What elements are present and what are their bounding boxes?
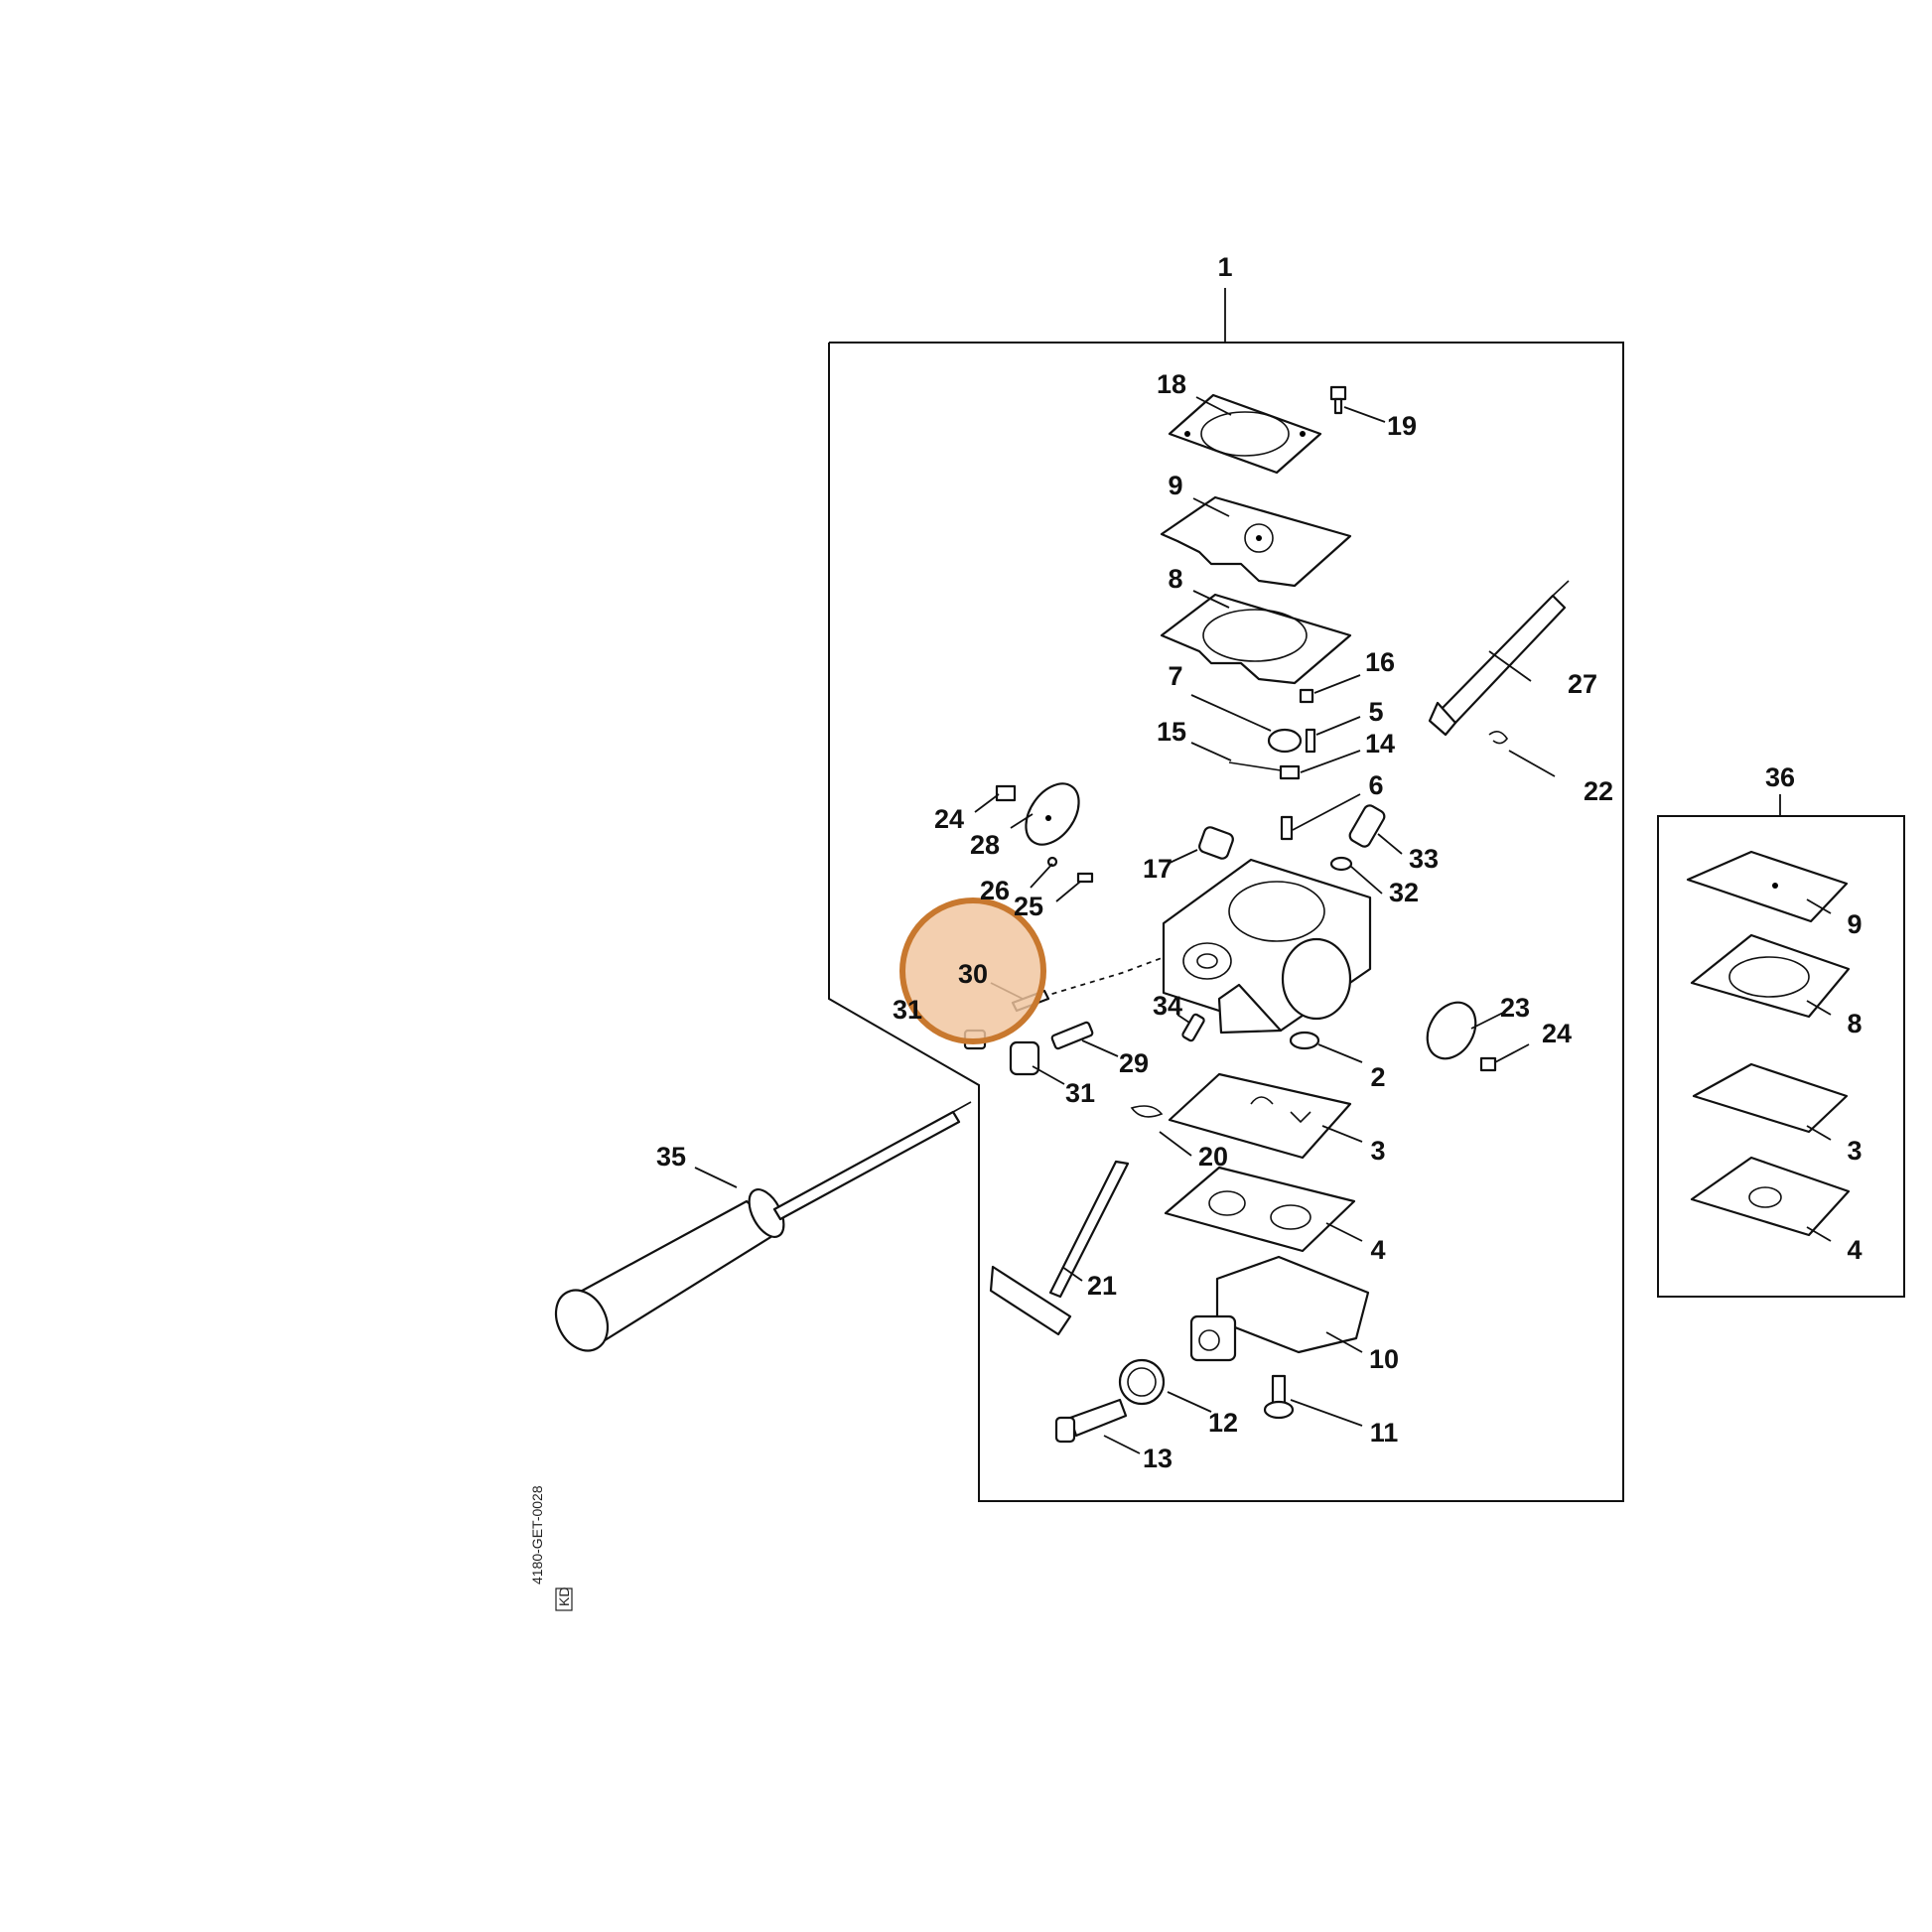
kit-gasket (1690, 933, 1851, 1019)
metering-diaphragm (1168, 1072, 1352, 1160)
pump-diaphragm (1160, 495, 1352, 588)
label-33: 33 (1409, 844, 1439, 874)
label-17: 17 (1143, 854, 1173, 884)
label-16: 16 (1365, 647, 1395, 677)
label-6: 6 (1368, 770, 1383, 800)
jet-leader-dashed (1041, 957, 1163, 998)
label-24-top: 24 (934, 804, 964, 834)
label-10: 10 (1369, 1344, 1399, 1374)
label-8: 8 (1168, 564, 1182, 594)
label-32: 32 (1389, 878, 1419, 907)
kit-diaphragm (1686, 850, 1849, 923)
cover-screw (1329, 385, 1347, 415)
label-34: 34 (1153, 991, 1182, 1021)
label-23: 23 (1500, 993, 1530, 1023)
screwdriver-tool (554, 1101, 972, 1352)
label-kit: 36 (1765, 762, 1795, 792)
label-kit-8: 8 (1847, 1009, 1862, 1038)
label-28: 28 (970, 830, 1000, 860)
label-13: 13 (1143, 1444, 1173, 1473)
choke-shutter-group (1426, 1001, 1497, 1072)
label-31-upper: 31 (893, 995, 922, 1025)
label-21: 21 (1087, 1271, 1117, 1301)
svg-text:4180-GET-0028: 4180-GET-0028 (529, 1485, 545, 1585)
label-15: 15 (1157, 717, 1186, 747)
inlet-needle-lever-group (1228, 688, 1316, 841)
kit-metering-gasket (1690, 1156, 1851, 1237)
label-35: 35 (656, 1142, 686, 1172)
label-assembly: 1 (1217, 252, 1232, 282)
label-29: 29 (1119, 1048, 1149, 1078)
label-31-lower: 31 (1065, 1078, 1095, 1108)
label-4: 4 (1370, 1235, 1385, 1265)
drawing-code: 4180-GET-0028 KD (529, 1485, 573, 1611)
label-19: 19 (1387, 411, 1417, 441)
label-25: 25 (1014, 892, 1043, 921)
spring-12 (1118, 1358, 1166, 1406)
label-27: 27 (1568, 669, 1597, 699)
spring-20 (1130, 1105, 1164, 1118)
label-22: 22 (1584, 776, 1613, 806)
label-12: 12 (1208, 1408, 1238, 1438)
idle-screw-13 (1054, 1398, 1128, 1444)
label-kit-3: 3 (1847, 1136, 1862, 1166)
fuel-pickup-tube (1428, 580, 1570, 737)
choke-detent-and-screen (1198, 804, 1386, 872)
throttle-shaft (989, 1160, 1130, 1336)
label-2: 2 (1370, 1062, 1385, 1092)
label-3: 3 (1370, 1136, 1385, 1166)
label-18: 18 (1157, 369, 1186, 399)
label-24-right: 24 (1542, 1019, 1572, 1048)
kit-metering-diaphragm (1692, 1062, 1849, 1134)
label-30: 30 (958, 959, 988, 989)
label-9: 9 (1168, 471, 1182, 500)
part-labels: 1 18 19 9 8 7 16 5 15 14 6 27 22 24 28 1… (656, 252, 1863, 1473)
valve-ring (1289, 1031, 1320, 1050)
svg-text:KD: KD (556, 1587, 572, 1606)
label-kit-9: 9 (1847, 909, 1862, 939)
carburetor-body (1162, 858, 1372, 1035)
repair-kit-frame (1657, 794, 1905, 1298)
leader-lines (694, 396, 1832, 1454)
cover-screw-11 (1263, 1374, 1295, 1420)
label-kit-4: 4 (1847, 1235, 1862, 1265)
label-11: 11 (1370, 1418, 1399, 1448)
main-assembly-frame (828, 288, 1624, 1502)
label-20: 20 (1198, 1142, 1228, 1172)
metering-gasket (1164, 1166, 1356, 1253)
end-cover (1189, 1255, 1370, 1362)
label-5: 5 (1368, 697, 1383, 727)
throttle-shutter-group (995, 782, 1094, 884)
label-26: 26 (980, 876, 1010, 905)
highlight-marker[interactable] (899, 897, 1046, 1044)
small-clip (1488, 731, 1508, 745)
label-14: 14 (1365, 729, 1395, 759)
label-7: 7 (1168, 661, 1182, 691)
pump-gasket (1160, 593, 1352, 685)
pump-cover-plate (1168, 393, 1322, 475)
